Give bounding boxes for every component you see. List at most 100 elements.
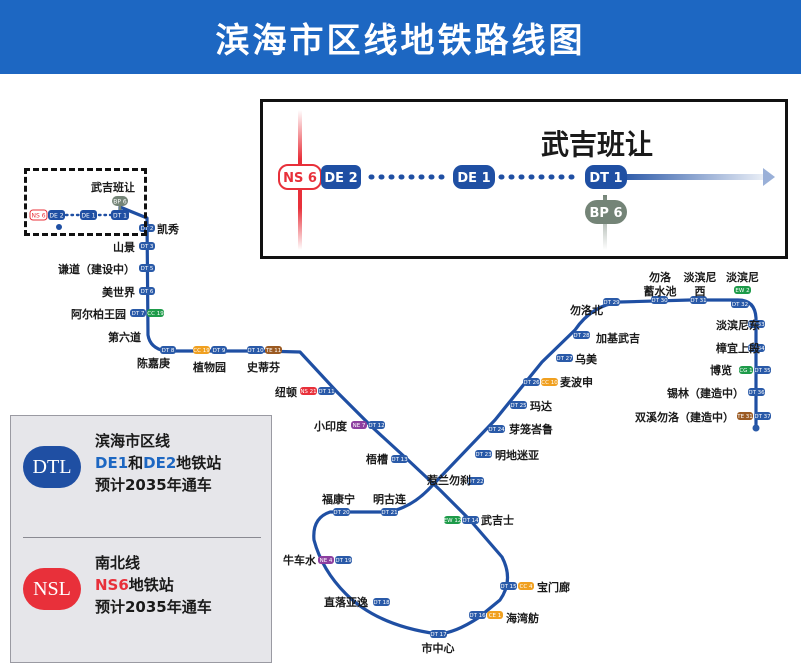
code-dt19: DT 19 [335,558,352,564]
zoom-de1: DE 1 [457,171,490,186]
label-bukit-panjang: 武吉班让 [91,180,135,194]
zoom-inset: NS 6 DE 2 DE 1 DT 1 BP 6 武吉班让 [260,99,788,259]
dtl-open-year: 预计2035年通车 [95,476,212,494]
legend-nsl: NSL 南北线 NS6地铁站 预计2035年通车 [23,552,212,618]
label-upper-changi: 樟宜上段 [715,341,760,355]
label-shanjing: 山景 [113,240,135,254]
zoom-de2: DE 2 [324,171,357,186]
label-bugis: 武吉士 [481,513,514,527]
label-zhiwuyuan: 植物园 [192,360,226,374]
station-labels: 武吉班让 凯秀 山景 谦道（建设中） 美世界 阿尔柏王园 第六道 陈嘉庚 植物园… [58,180,760,655]
code-dt36: DT 36 [748,390,765,396]
code-dt12: DT 12 [368,423,384,429]
label-kaixiu: 凯秀 [157,222,179,236]
station-code-badges: DT 2 DT 3 DT 5 DT 6 DT 7 CC 19 DT 8 CC 1… [130,224,771,638]
code-dt23: DT 23 [475,452,492,458]
label-kaki-bukit: 加基武吉 [595,331,640,345]
nsl-badge: NSL [23,568,81,610]
label-promenade: 宝门廊 [537,580,570,594]
nsl-open-year: 预计2035年通车 [95,598,212,616]
code-dt28: DT 28 [573,333,590,339]
code-dt30: DT 30 [651,298,668,304]
dtl-badge: DTL [23,446,81,488]
label-tampines-w: 淡滨尼西 [684,270,717,298]
label-xiedao: 谦道（建设中） [58,262,135,276]
code-dt20: DT 20 [333,510,350,516]
code-cc4: CC 4 [520,584,533,590]
downtown-line-path [118,205,758,636]
code-cc10: CC 10 [541,380,558,386]
code-ns6: NS 6 [31,213,45,220]
label-bayfront: 海湾舫 [506,611,539,625]
code-dt10: DT 10 [247,348,264,354]
code-dt29: DT 29 [603,300,620,306]
label-tampines-e: 淡滨尼东 [716,318,760,332]
code-cc19b: CC 19 [193,348,210,354]
highlight-dashed-box [24,168,147,236]
page-title: 滨海市区线地铁路线图 [215,20,586,61]
legend-panel: DTL 滨海市区线 DE1和DE2地铁站 预计2035年通车 NSL 南北线 N… [10,415,272,663]
code-dt27: DT 27 [556,356,573,362]
code-dt15: DT 15 [500,584,517,590]
metro-map: NS 6 DE 2 DE 1 DT 1 BP 6 DT 2 DT 3 DT 5 … [29,180,771,655]
zoom-ns6: NS 6 [283,171,317,186]
label-expo: 博览 [710,363,732,377]
code-dt21: DT 21 [381,510,397,516]
label-shidifen: 史蒂芬 [247,360,281,374]
arrow-head-icon [763,168,775,186]
label-tampines: 淡滨尼 [726,270,759,284]
code-dt35: DT 35 [754,368,771,374]
code-ce1: CE 1 [489,613,502,619]
code-te31: TE 31 [736,414,753,420]
nsl-stations: NS6地铁站 [95,576,174,594]
header-banner: 滨海市区线地铁路线图 [0,0,801,74]
code-dt17: DT 17 [430,632,447,638]
code-dt32: DT 32 [732,302,748,308]
zoom-dt1: DT 1 [589,171,622,186]
code-dt11: DT 11 [318,389,334,395]
label-chenjiageng: 陈嘉庚 [137,356,170,370]
code-dt37: DT 37 [754,414,771,420]
label-sungei-bedok: 双溪勿洛（建造中） [635,410,734,424]
label-niudun: 纽顿 [275,385,297,399]
code-dt7: DT 7 [132,311,145,317]
bukit-panjang-mini-cluster: NS 6 DE 2 DE 1 DT 1 BP 6 [29,196,129,230]
code-te11: TE 11 [265,348,282,354]
code-dt8: DT 8 [162,348,175,354]
code-dt22: DT 22 [467,479,483,485]
code-dt3: DT 3 [141,244,154,250]
code-de1: DE 1 [81,213,95,220]
code-ew2: EW 2 [735,288,749,294]
code-dt5: DT 5 [141,266,154,272]
code-dt26: DT 26 [523,380,540,386]
label-downtown: 市中心 [422,641,455,655]
label-bedok-res: 勿洛蓄水池 [644,270,677,298]
label-niuchesui: 牛车水 [283,553,317,567]
nsl-text: 南北线 NS6地铁站 预计2035年通车 [95,552,212,618]
code-cc19: CC 19 [147,311,164,317]
code-cg1: CG 1 [739,368,752,374]
code-dt25: DT 25 [510,403,527,409]
zoom-bp6: BP 6 [589,206,622,221]
label-fukangning: 福康宁 [321,492,355,506]
zoom-inset-graphic: NS 6 DE 2 DE 1 DT 1 BP 6 武吉班让 [278,110,775,250]
label-nicoll: 惹兰勿刹 [427,473,471,487]
label-geylang: 芽笼峇鲁 [509,422,553,436]
code-dt34: DT 34 [748,346,765,352]
label-bendemeer: 明地迷亚 [495,448,539,462]
code-dt9: DT 9 [213,348,226,354]
label-xiaoyindu: 小印度 [313,419,348,433]
label-zhiluoyayi: 直落亚逸 [324,595,368,609]
code-ew12: EW 12 [444,518,462,524]
code-dt14: DT 14 [462,518,479,524]
code-dt24: DT 24 [488,427,505,433]
label-minggulian: 明古连 [373,492,407,506]
code-dt16: DT 16 [469,613,486,619]
code-dt2: DT 2 [141,226,154,232]
zoom-title: 武吉班让 [541,128,653,161]
label-xilin: 锡林（建造中） [667,386,744,400]
code-dt33: DT 33 [748,322,765,328]
dtl-line-name: 滨海市区线 [95,432,171,450]
code-dt18: DT 18 [373,600,390,606]
label-aerbobo: 阿尔柏王园 [71,307,126,321]
